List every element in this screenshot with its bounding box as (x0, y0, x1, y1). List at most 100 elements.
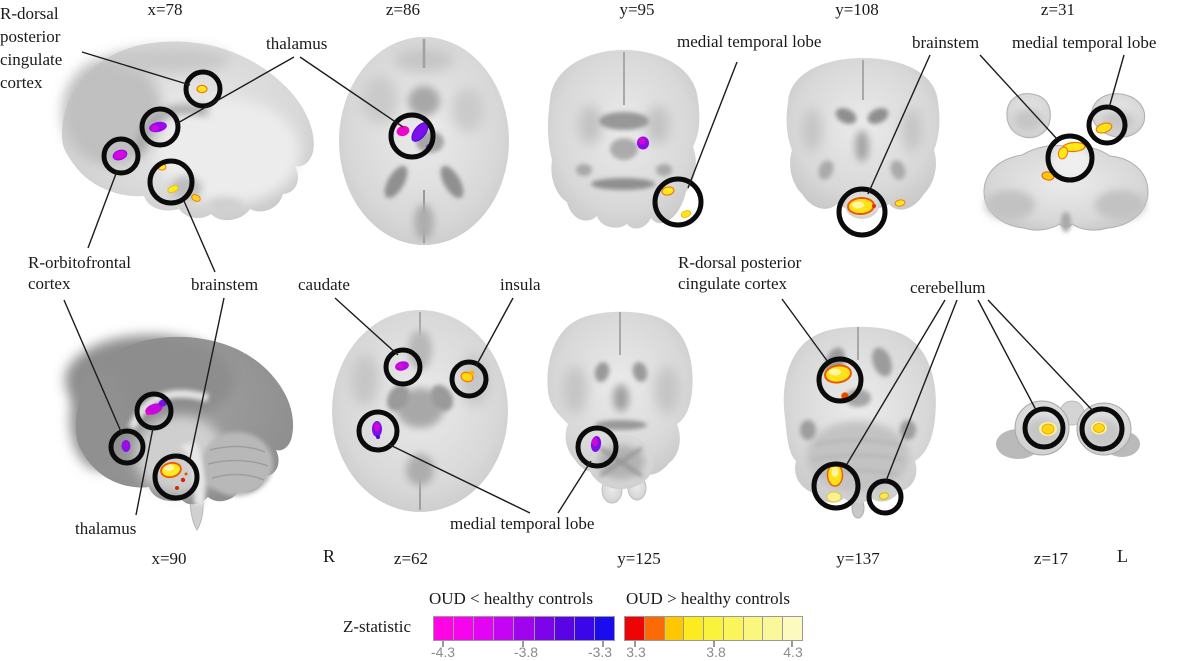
label-dpcc-top: R-dorsal posterior cingulate cortex (0, 4, 63, 92)
activation-spots-z31 (1041, 122, 1113, 181)
label-mtl-bottom: medial temporal lobe (450, 514, 595, 533)
colorbar-cell (704, 617, 724, 640)
orientation-marker-right: R (323, 546, 336, 566)
brain-slice-z17 (996, 400, 1140, 459)
brain-slice-y95 (547, 50, 704, 229)
colorbar-cell (625, 617, 645, 640)
ticklabel-neg-3: -3.3 (587, 644, 613, 660)
roi-circle-brainstem-x78 (147, 158, 195, 206)
brain-slice-z31 (983, 93, 1149, 232)
roi-circle-cerebellum-y137-left (811, 461, 861, 511)
coord-label-x78: x=78 (147, 0, 183, 19)
activation-spots-y108 (847, 196, 906, 216)
ticklabel-pos-2: 3.8 (706, 644, 726, 660)
brain-slice-x78 (61, 41, 314, 221)
tick-neg-2 (522, 641, 524, 647)
colorbar-cell (743, 617, 764, 640)
roi-circle-dpcc-top (183, 69, 223, 109)
colorbar-cell (474, 617, 495, 640)
brain-slice-y125 (547, 311, 693, 504)
ticklabel-pos-1: 3.3 (626, 644, 646, 660)
activation-spots-z62 (372, 361, 475, 439)
roi-circle-cerebellum-y137-right (866, 478, 904, 516)
roi-circle-brainstem-y108 (836, 186, 888, 238)
label-thalamus-top: thalamus (266, 34, 328, 53)
colorbar-cell (664, 617, 685, 640)
colorbar-cell (594, 617, 614, 640)
activation-spots-y95 (637, 136, 692, 218)
roi-circle-caudate-z62 (383, 347, 423, 387)
activation-spots-y125 (590, 436, 602, 452)
label-orbitofrontal: R-orbitofrontal cortex (28, 253, 131, 293)
label-brainstem-top: brainstem (912, 33, 980, 52)
colorbar-cell (783, 617, 803, 640)
label-brainstem-mid: brainstem (191, 275, 259, 294)
coord-label-y125: y=125 (617, 549, 661, 568)
tick-pos-1 (634, 641, 636, 647)
roi-circle-insula-z62 (449, 359, 489, 399)
colorbar-cell (554, 617, 575, 640)
colorbar-cell (494, 617, 515, 640)
coord-label-y137: y=137 (836, 549, 880, 568)
label-dpcc-mid: R-dorsal posterior cingulate cortex (678, 253, 802, 293)
legend-title-positive: OUD > healthy controls (626, 589, 790, 608)
roi-circle-mtl-y125 (575, 425, 619, 469)
roi-circle-ofc-x90 (108, 428, 146, 466)
zstat-label: Z-statistic (343, 617, 411, 636)
colorbar-cell (534, 617, 555, 640)
roi-circle-mtl-y95 (652, 176, 704, 228)
roi-circle-cerebellum-z17-left (1022, 406, 1066, 450)
colorbar-cell (763, 617, 784, 640)
label-insula: insula (500, 275, 541, 294)
ticklabel-neg-2: -3.8 (513, 644, 539, 660)
coord-label-z62: z=62 (393, 549, 429, 568)
brain-slice-z86 (339, 37, 509, 245)
brain-slice-z62 (332, 310, 508, 512)
tick-neg-3 (602, 641, 604, 647)
brain-slice-x90 (65, 335, 294, 531)
coord-label-y95: y=95 (619, 0, 655, 19)
coord-label-z86: z=86 (385, 0, 421, 19)
colorbar-cell (514, 617, 535, 640)
colorbar-cell (574, 617, 595, 640)
annotation-lines (63, 51, 1125, 516)
ticklabel-neg-1: -4.3 (430, 644, 456, 660)
tick-neg-1 (442, 641, 444, 647)
tick-pos-2 (713, 641, 715, 647)
roi-circle-thalamus-x78 (139, 106, 181, 148)
positive-colorbar (624, 616, 803, 641)
tick-pos-3 (791, 641, 793, 647)
orientation-marker-left: L (1117, 546, 1128, 566)
colorbar-cell (644, 617, 665, 640)
roi-circle-mtl-z62 (356, 409, 400, 453)
activation-spots-x90 (121, 399, 188, 490)
label-cerebellum: cerebellum (910, 278, 986, 297)
roi-circle-dpcc-y137 (816, 356, 864, 404)
roi-circle-brainstem-x90 (152, 453, 200, 501)
label-mtl-top: medial temporal lobe (677, 32, 822, 51)
label-thalamus-bottom: thalamus (75, 519, 137, 538)
roi-circle-brainstem-z31 (1045, 133, 1095, 183)
roi-circle-cerebellum-z17-right (1079, 406, 1125, 452)
colorbar-cell (434, 617, 455, 640)
brain-slice-y108 (786, 58, 940, 238)
legend-title-negative: OUD < healthy controls (429, 589, 593, 608)
coord-label-z31: z=31 (1040, 0, 1076, 19)
coord-label-x90: x=90 (151, 549, 187, 568)
colorbar-cell (684, 617, 705, 640)
roi-circle-thalamus-z86 (388, 112, 436, 160)
roi-circle-mtl-z31 (1086, 104, 1128, 146)
negative-colorbar (433, 616, 615, 641)
roi-circle-ofc-x78 (101, 136, 141, 176)
label-caudate: caudate (298, 275, 350, 294)
activation-spots-y137 (824, 364, 889, 503)
coord-label-y108: y=108 (835, 0, 879, 19)
label-mtl-top-right: medial temporal lobe (1012, 33, 1157, 52)
colorbar-cell (454, 617, 475, 640)
brain-slice-y137 (783, 326, 936, 519)
roi-circle-thalamus-x90 (134, 391, 174, 431)
coord-label-z17: z=17 (1033, 549, 1069, 568)
colorbar-cell (723, 617, 744, 640)
